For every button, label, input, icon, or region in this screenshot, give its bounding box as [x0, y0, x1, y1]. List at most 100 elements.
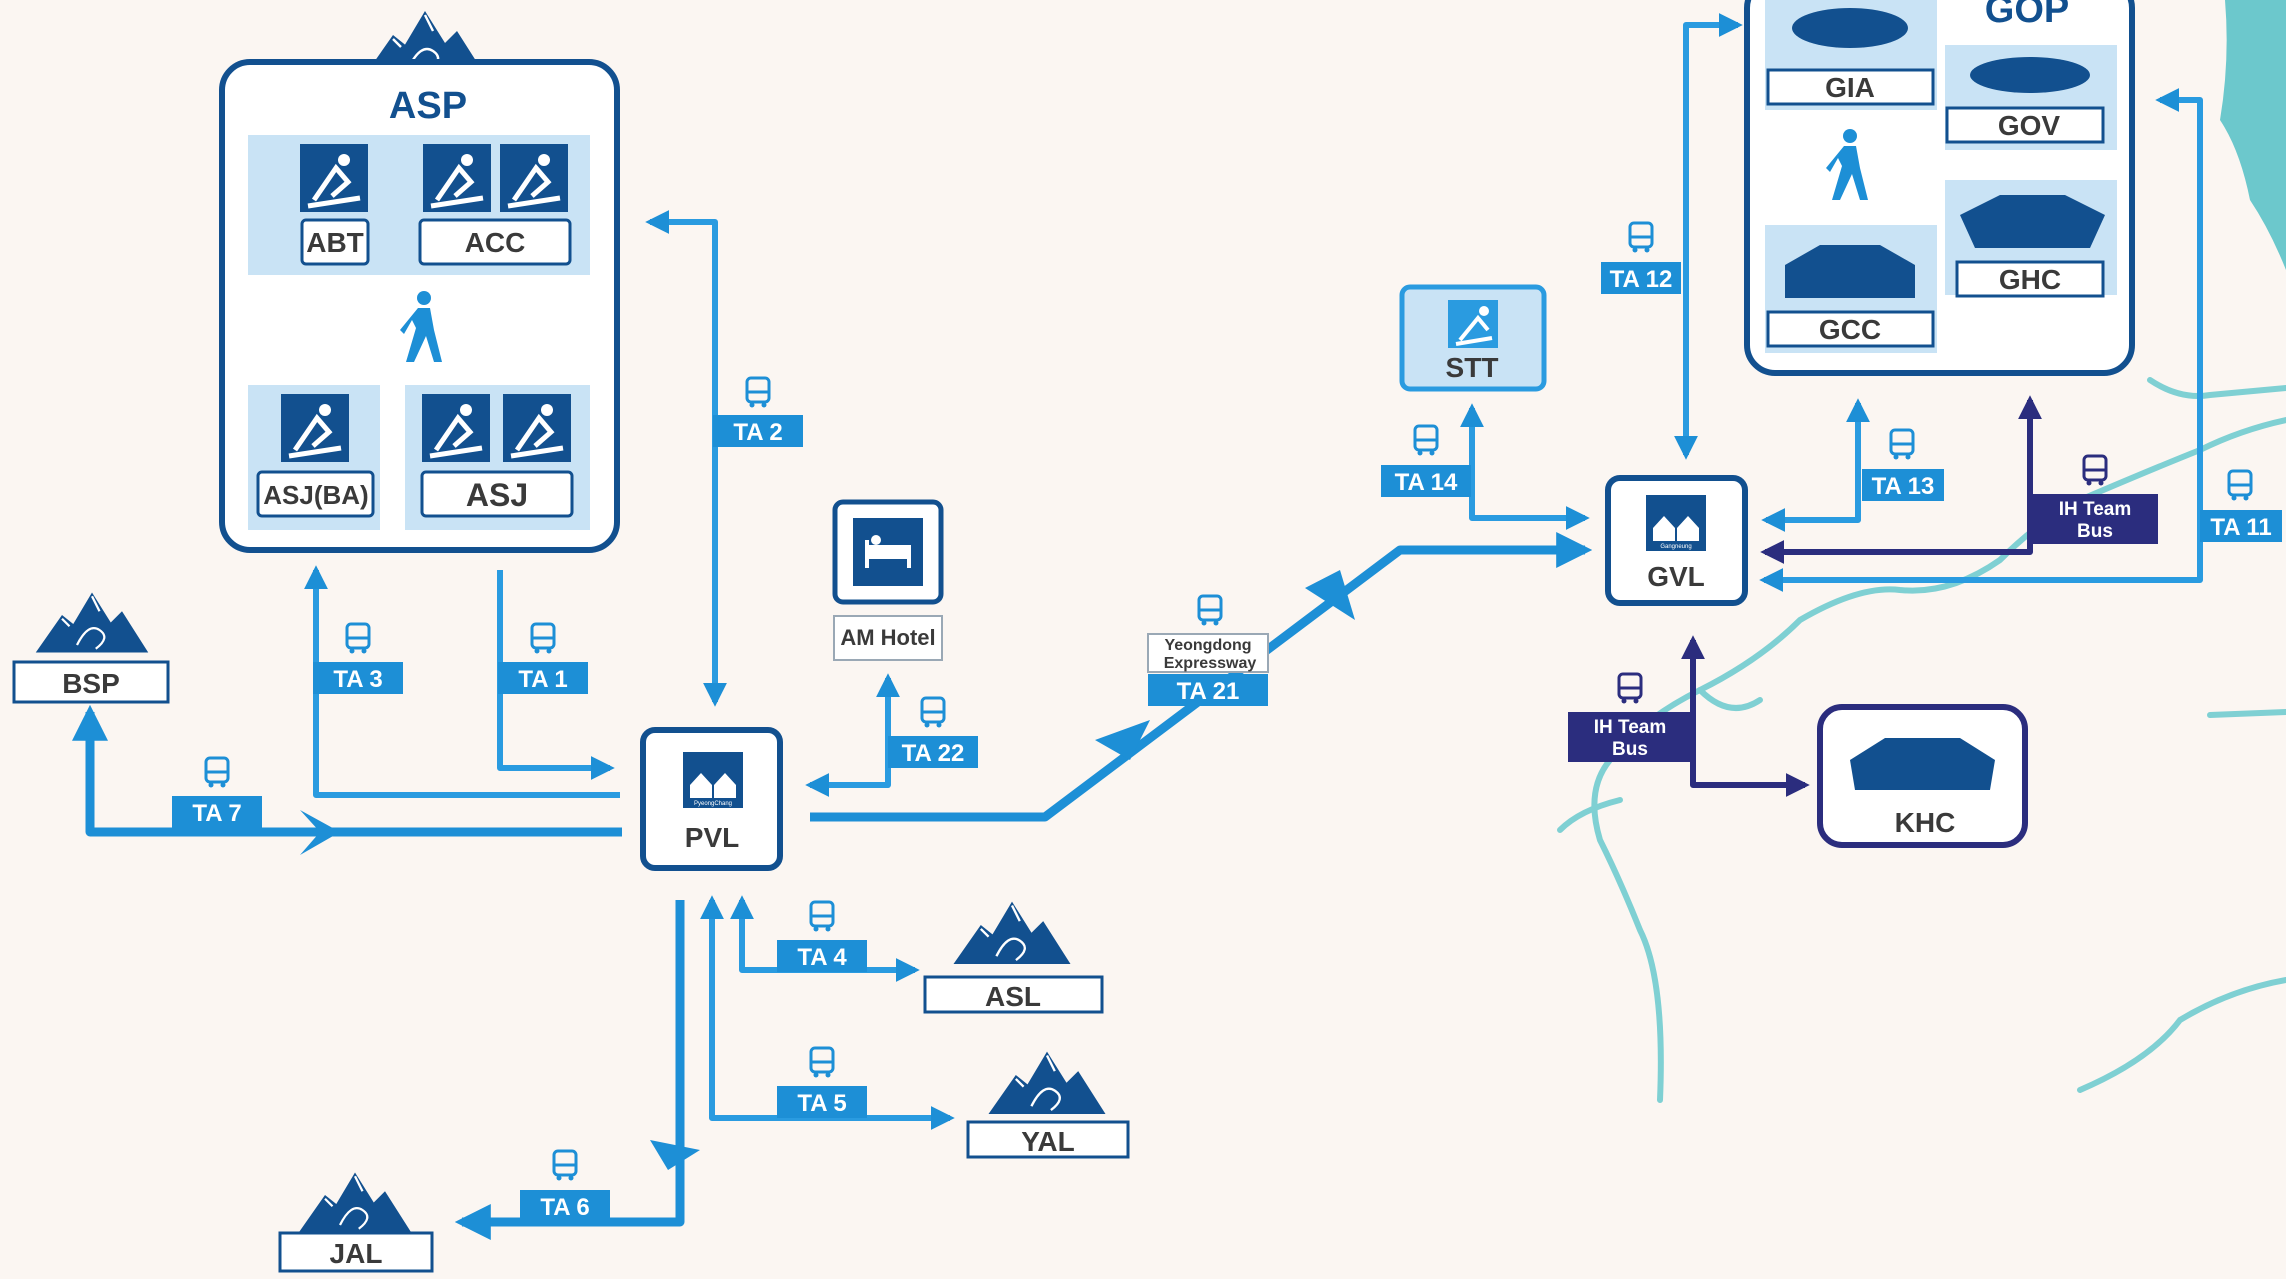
asp-title: ASP	[389, 85, 467, 127]
venue-stt-group: STT	[1399, 284, 1547, 392]
svg-text:TA 11: TA 11	[2210, 514, 2271, 541]
svg-text:TA 22: TA 22	[902, 740, 965, 767]
village-house-icon	[1653, 516, 1699, 541]
svg-text:IH Team: IH Team	[2059, 499, 2132, 520]
route-label-ih-team-bus-gop[interactable]: IH Team Bus	[2033, 454, 2158, 544]
route-label-ta1[interactable]: TA 1	[498, 622, 588, 694]
bus-icon	[1617, 672, 1643, 705]
svg-text:Expressway: Expressway	[1164, 655, 1257, 672]
sea	[2220, 0, 2286, 270]
venue-stt[interactable]: STT	[1446, 352, 1499, 383]
asp-cluster: ASP ABT ACC ASJ(BA) ASJ	[219, 9, 620, 553]
svg-text:TA 1: TA 1	[518, 666, 567, 693]
route-ta22	[805, 673, 900, 797]
svg-text:TA 5: TA 5	[797, 1090, 846, 1117]
venue-acc[interactable]: ACC	[465, 227, 526, 258]
bus-icon	[920, 696, 946, 729]
route-label-ih-team-bus-khc[interactable]: IH Team Bus	[1568, 672, 1693, 762]
bus-icon	[204, 756, 230, 789]
village-mark-gvl: Gangneung	[1660, 544, 1691, 550]
route-ta5	[700, 895, 955, 1130]
svg-text:TA 7: TA 7	[192, 800, 241, 827]
route-label-ta11[interactable]: TA 11	[2200, 469, 2282, 542]
village-house-icon	[690, 773, 736, 798]
svg-text:IH Team: IH Team	[1594, 717, 1667, 738]
bus-icon	[1628, 221, 1654, 254]
svg-text:TA 3: TA 3	[333, 666, 382, 693]
svg-text:TA 12: TA 12	[1610, 266, 1673, 293]
route-ta11	[1759, 88, 2203, 592]
route-label-ta22[interactable]: TA 22	[888, 696, 978, 768]
bus-icon	[552, 1149, 578, 1182]
venue-gvl[interactable]: GVL	[1647, 561, 1705, 592]
svg-text:TA 14: TA 14	[1395, 469, 1458, 496]
bus-icon	[530, 622, 556, 655]
route-ta1	[497, 570, 615, 780]
route-ta13	[1761, 398, 1870, 532]
village-pvl: PyeongChang PVL	[640, 727, 783, 871]
route-label-ta14[interactable]: TA 14	[1381, 424, 1471, 497]
route-label-ta3[interactable]: TA 3	[313, 622, 403, 694]
venue-gia[interactable]: GIA	[1825, 72, 1875, 103]
route-label-ta21[interactable]: Yeongdong Expressway TA 21	[1147, 594, 1269, 706]
venue-jal[interactable]: JAL	[330, 1238, 383, 1269]
venue-khc-group: KHC	[1817, 704, 2028, 848]
bus-icon	[345, 622, 371, 655]
venue-bsp[interactable]: BSP	[62, 668, 120, 699]
svg-text:Yeongdong: Yeongdong	[1164, 637, 1251, 654]
svg-text:TA 4: TA 4	[797, 944, 847, 971]
walking-person-icon	[400, 291, 442, 362]
bus-icon	[1197, 594, 1223, 627]
venue-ghc[interactable]: GHC	[1999, 264, 2061, 295]
route-ta7	[72, 704, 622, 837]
bus-icon	[2227, 469, 2253, 502]
route-label-ta6[interactable]: TA 6	[520, 1149, 610, 1222]
route-label-ta2[interactable]: TA 2	[713, 376, 803, 447]
am-hotel-group: AM Hotel	[832, 499, 944, 661]
svg-text:TA 6: TA 6	[540, 1194, 589, 1221]
route-ta14	[1460, 403, 1590, 530]
svg-text:Bus: Bus	[1612, 739, 1648, 760]
route-label-ta13[interactable]: TA 13	[1862, 428, 1944, 501]
venue-pvl[interactable]: PVL	[685, 822, 739, 853]
route-ta2	[645, 210, 727, 707]
arena-icon	[1785, 8, 2105, 298]
route-label-ta5[interactable]: TA 5	[777, 1046, 867, 1118]
bus-icon	[2082, 454, 2108, 487]
bus-icon	[1889, 428, 1915, 461]
route-ta12	[1674, 13, 1743, 460]
route-label-ta7[interactable]: TA 7	[172, 756, 262, 828]
route-label-ta4[interactable]: TA 4	[777, 900, 867, 972]
venue-asl[interactable]: ASL	[985, 981, 1041, 1012]
route-label-ta12[interactable]: TA 12	[1601, 221, 1681, 294]
gop-title: GOP	[1985, 0, 2069, 31]
bus-icon	[745, 376, 771, 409]
expressway-markers	[300, 570, 1355, 1170]
venue-am-hotel[interactable]: AM Hotel	[840, 625, 935, 650]
venue-abt[interactable]: ABT	[306, 227, 364, 258]
svg-text:Bus: Bus	[2077, 521, 2113, 542]
venue-gov[interactable]: GOV	[1998, 110, 2061, 141]
hotel-bed-icon	[865, 535, 911, 568]
venue-asl-group: ASL	[923, 900, 1104, 1014]
venue-asj[interactable]: ASJ	[466, 477, 528, 513]
venue-khc[interactable]: KHC	[1895, 807, 1956, 838]
route-ih-team-bus-khc	[1681, 635, 1810, 797]
village-gvl: Gangneung GVL	[1605, 475, 1748, 606]
venue-yal-group: YAL	[966, 1050, 1130, 1159]
village-mark-pvl: PyeongChang	[694, 801, 732, 807]
bus-icon	[809, 900, 835, 933]
arena-icon	[1850, 738, 1995, 790]
bus-icon	[809, 1046, 835, 1079]
svg-text:TA 2: TA 2	[733, 419, 782, 446]
venue-jal-group: JAL	[278, 1171, 434, 1273]
venue-yal[interactable]: YAL	[1021, 1126, 1074, 1157]
route-ih-team-bus-gop	[1760, 395, 2042, 564]
svg-text:TA 21: TA 21	[1177, 678, 1240, 705]
venue-gcc[interactable]: GCC	[1819, 314, 1881, 345]
venue-asj-ba[interactable]: ASJ(BA)	[263, 480, 368, 510]
svg-text:TA 13: TA 13	[1872, 473, 1935, 500]
walking-person-icon	[1826, 129, 1868, 200]
venue-bsp-group: BSP	[12, 591, 170, 704]
